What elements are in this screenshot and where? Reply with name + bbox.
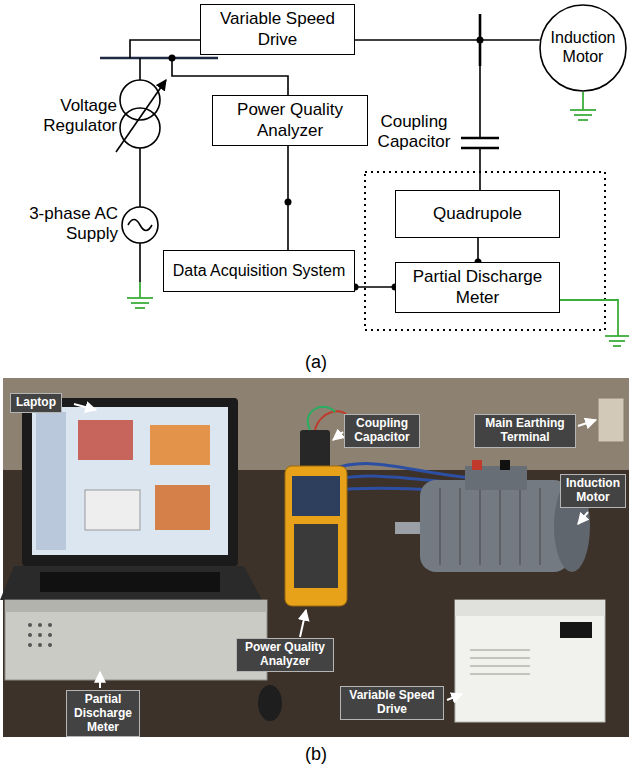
callout-label: Power Quality Analyzer	[236, 638, 334, 672]
motor-fins	[440, 488, 540, 565]
ground-symbols	[127, 92, 629, 346]
ground-symbol	[605, 335, 629, 337]
callout-label: Variable Speed Drive	[340, 686, 444, 720]
laptop-keyboard	[0, 566, 262, 600]
ground-symbol	[131, 302, 149, 304]
motor-circle: Induction Motor	[539, 4, 627, 92]
lab-photo	[0, 378, 629, 737]
node-text: Variable Speed Drive	[207, 9, 348, 49]
leader-arrow	[300, 610, 306, 637]
ground-symbol	[609, 340, 625, 342]
pd-meter-box: Partial Discharge Meter	[395, 262, 560, 313]
wire	[479, 148, 481, 190]
leader-arrow	[447, 694, 462, 700]
wire-connector	[287, 146, 289, 250]
lead-wire	[308, 407, 335, 430]
ground-symbol	[574, 114, 592, 116]
laptop-screen-bezel	[22, 398, 238, 566]
quadrupole-box: Quadrupole	[395, 190, 560, 238]
circle-outline	[540, 5, 626, 91]
clip	[472, 460, 482, 470]
node-text: Induction Motor	[545, 29, 621, 67]
drive-box: Variable Speed Drive	[200, 4, 355, 55]
callout-label: Induction Motor	[560, 474, 626, 508]
schematic-wiring	[100, 14, 605, 330]
leader-arrow	[578, 420, 596, 426]
wire-connector	[355, 39, 540, 41]
screen-window	[155, 485, 210, 530]
keys	[40, 572, 220, 592]
analyzer-box: Power Quality Analyzer	[212, 95, 368, 146]
clip	[500, 460, 510, 470]
component-label: Voltage Regulator	[22, 96, 117, 136]
wire	[479, 40, 481, 138]
pd-meter-top	[5, 600, 267, 612]
wire	[139, 58, 141, 80]
ground-symbol	[578, 119, 588, 121]
leader-arrows	[74, 404, 596, 700]
ground-lead	[560, 300, 618, 336]
callout-label: Coupling Capacitor	[344, 414, 420, 448]
wire	[130, 40, 200, 58]
wire-connector	[477, 238, 479, 262]
screen-window	[85, 490, 140, 530]
pd-meter-chassis	[5, 600, 267, 680]
mouse	[258, 685, 282, 721]
capacitor-plate	[461, 137, 499, 139]
motor-body	[420, 480, 570, 572]
node-text: Partial Discharge Meter	[402, 267, 553, 307]
pq-analyzer-screen	[292, 476, 340, 516]
ac-source-symbol	[122, 207, 158, 243]
photo-background	[3, 378, 629, 737]
earthing-terminal	[598, 398, 624, 442]
dotted-enclosure	[365, 172, 605, 330]
pq-analyzer-keypad	[294, 524, 338, 588]
ground-symbol	[127, 297, 153, 299]
leader-arrow	[333, 432, 343, 440]
junction-dot	[169, 55, 176, 62]
component-label: Coupling Capacitor	[370, 112, 458, 152]
vsd-top	[455, 600, 605, 616]
vsd-display	[560, 622, 592, 638]
subfigure-label: (a)	[286, 352, 346, 373]
ground-symbol	[613, 345, 621, 347]
vsd-housing	[455, 600, 605, 722]
ground-lead	[139, 282, 141, 298]
callout-label: Partial Discharge Meter	[66, 690, 140, 737]
sine-symbol	[128, 220, 152, 231]
subfigure-label: (b)	[286, 744, 346, 765]
screen-window	[36, 412, 66, 550]
ground-symbol	[135, 307, 145, 309]
leader-arrow	[74, 404, 96, 410]
ground-symbol	[570, 109, 596, 111]
ground-lead	[582, 92, 584, 110]
screen-window	[150, 425, 210, 465]
node-text: Data Acquisition System	[173, 262, 346, 281]
pq-analyzer-housing	[285, 466, 347, 606]
callout-label: Main Earthing Terminal	[474, 414, 576, 448]
leader-arrow	[578, 512, 588, 524]
regulator-arrow	[116, 80, 166, 152]
pd-meter-leds	[28, 623, 52, 647]
node-text: Quadrupole	[433, 204, 522, 224]
callout-label: Laptop	[10, 393, 62, 413]
acquisition-box: Data Acquisition System	[163, 250, 355, 292]
supply-bus	[100, 57, 218, 60]
node-text: Power Quality Analyzer	[219, 100, 361, 140]
screen-window	[78, 420, 133, 460]
vsd-vents	[470, 650, 530, 674]
component-label: 3-phase AC Supply	[8, 204, 118, 244]
wire	[139, 148, 141, 207]
wire	[139, 243, 141, 282]
wire	[172, 58, 288, 95]
laptop-screen	[32, 407, 228, 555]
leader-arrow	[99, 672, 101, 688]
motor-shaft	[395, 522, 423, 534]
transformer-winding	[120, 108, 160, 148]
wire-connector	[355, 286, 395, 288]
